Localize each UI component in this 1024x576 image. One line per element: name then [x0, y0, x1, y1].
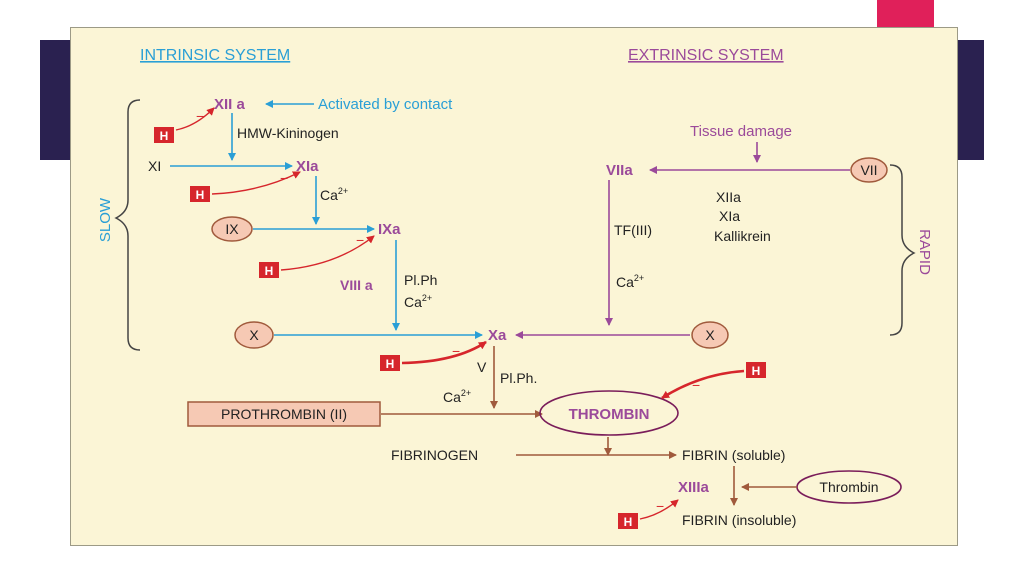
- svg-text:−: −: [280, 170, 288, 186]
- factor-viia: VIIa: [606, 162, 633, 179]
- common-plph: Pl.Ph.: [500, 370, 537, 386]
- svg-text:H: H: [196, 188, 205, 202]
- extrinsic-factor-x-circle: [691, 321, 729, 349]
- extrinsic-heading: EXTRINSIC SYSTEM: [628, 47, 784, 64]
- tissue-damage: Tissue damage: [690, 123, 792, 140]
- extrinsic-factor-x: X: [705, 327, 715, 343]
- fibrin-soluble: FIBRIN (soluble): [682, 447, 785, 463]
- factor-v: V: [477, 359, 487, 375]
- prothrombin-box: [187, 401, 381, 427]
- factor-xiia: XII a: [214, 96, 246, 113]
- extrinsic-ca: Ca2+: [616, 273, 644, 290]
- diagram-panel: [70, 27, 958, 546]
- inhibitor-xa: H −: [380, 340, 487, 371]
- factor-xi: XI: [148, 158, 161, 174]
- factor-ixa: IXa: [378, 221, 401, 238]
- inhibitor-xiia: H −: [154, 107, 215, 143]
- intrinsic-plph: Pl.Ph: [404, 272, 437, 288]
- svg-text:−: −: [692, 377, 700, 393]
- prothrombin: PROTHROMBIN (II): [221, 406, 347, 422]
- svg-text:H: H: [160, 129, 169, 143]
- inhibitor-thrombin: H −: [661, 362, 766, 400]
- rapid-label: RAPID: [916, 229, 933, 275]
- factor-ix-circle: [211, 216, 253, 242]
- intrinsic-heading: INTRINSIC SYSTEM: [140, 47, 290, 64]
- svg-text:H: H: [386, 357, 395, 371]
- rapid-bracket: [889, 164, 916, 336]
- svg-text:−: −: [452, 343, 460, 359]
- activator-xia: XIa: [719, 208, 740, 224]
- factor-viiia: VIII a: [340, 277, 373, 293]
- common-ca: Ca2+: [443, 388, 471, 405]
- slow-label: SLOW: [97, 197, 114, 242]
- factor-ix: IX: [225, 221, 239, 237]
- thrombin-small: Thrombin: [819, 479, 878, 495]
- activator-xiia: XIIa: [716, 189, 741, 205]
- tissue-factor: TF(III): [614, 222, 652, 238]
- svg-text:−: −: [196, 108, 204, 124]
- svg-text:−: −: [656, 498, 664, 514]
- fibrinogen: FIBRINOGEN: [391, 447, 478, 463]
- factor-vii: VII: [860, 162, 877, 178]
- inhibitor-ixa: H −: [259, 232, 375, 278]
- activated-by-contact: Activated by contact: [318, 96, 453, 113]
- factor-xia: XIa: [296, 158, 319, 175]
- intrinsic-factor-x-circle: [234, 321, 274, 349]
- thrombin-circle: [539, 390, 679, 436]
- factor-vii-circle: [850, 157, 888, 183]
- svg-text:H: H: [265, 264, 274, 278]
- inhibitor-xiiia: H −: [618, 498, 679, 529]
- slow-bracket: [114, 99, 141, 351]
- intrinsic-ca-1: Ca2+: [320, 186, 348, 203]
- factor-xiiia: XIIIa: [678, 479, 710, 496]
- intrinsic-ca-2: Ca2+: [404, 293, 432, 310]
- svg-text:H: H: [624, 515, 633, 529]
- activator-kallikrein: Kallikrein: [714, 228, 771, 244]
- fibrin-insoluble: FIBRIN (insoluble): [682, 512, 796, 528]
- slide-accent-tab: [877, 0, 934, 28]
- factor-xa: Xa: [488, 327, 507, 344]
- svg-text:H: H: [752, 364, 761, 378]
- svg-text:−: −: [356, 232, 364, 248]
- intrinsic-factor-x: X: [249, 327, 259, 343]
- thrombin: THROMBIN: [569, 406, 650, 423]
- inhibitor-xia: H −: [190, 170, 301, 202]
- hmw-kininogen: HMW-Kininogen: [237, 125, 339, 141]
